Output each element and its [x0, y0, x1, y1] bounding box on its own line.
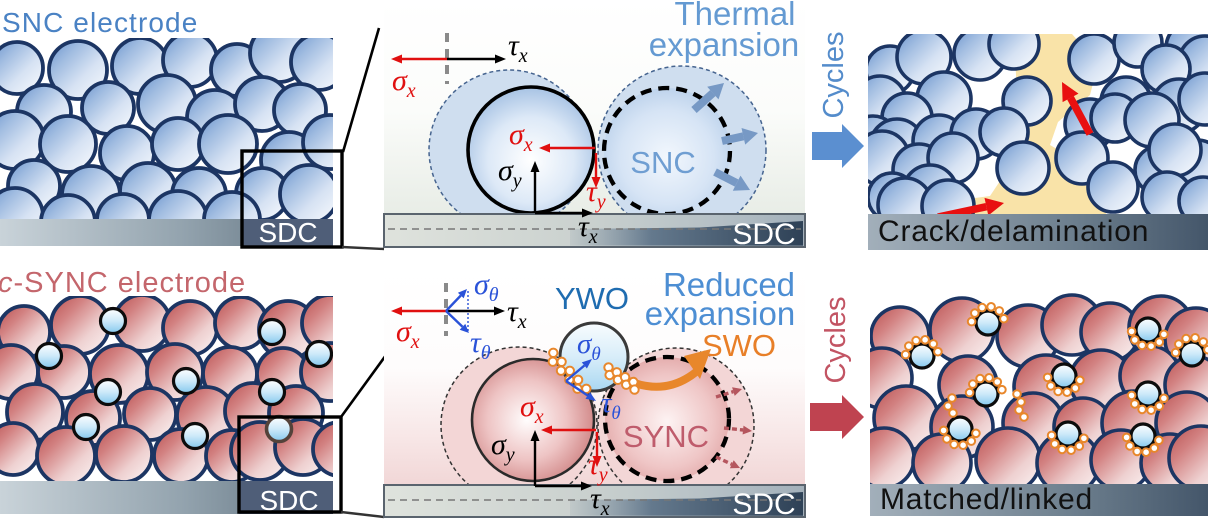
svg-text:SYNC: SYNC [623, 419, 709, 454]
svg-text:SDC: SDC [732, 488, 795, 520]
svg-text:SDC: SDC [732, 218, 795, 251]
svg-text:SNC electrode: SNC electrode [2, 7, 198, 38]
svg-text:expansion: expansion [645, 295, 795, 332]
svg-text:Matched/linked: Matched/linked [880, 483, 1093, 516]
svg-text:c-SYNC electrode: c-SYNC electrode [0, 267, 246, 299]
svg-text:SDC: SDC [258, 217, 317, 248]
svg-text:Reduced: Reduced [663, 266, 795, 303]
svg-text:YWO: YWO [555, 281, 629, 316]
svg-text:expansion: expansion [649, 26, 799, 63]
svg-text:Crack/delamination: Crack/delamination [878, 215, 1149, 248]
svg-text:Thermal: Thermal [674, 0, 795, 32]
svg-text:Cycles: Cycles [820, 296, 852, 383]
svg-text:Cycles: Cycles [818, 31, 850, 118]
svg-text:SNC: SNC [630, 145, 695, 180]
svg-text:SWO: SWO [702, 328, 776, 363]
